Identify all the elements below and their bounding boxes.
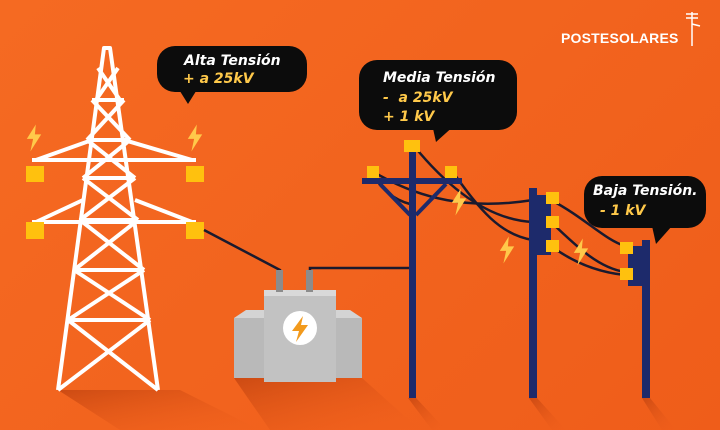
transformer-shadow [234,378,420,430]
pole-distribution [529,188,559,398]
media-title: Media Tensión [383,70,496,86]
pole-shadow-2 [529,398,566,430]
pole-media [362,140,462,398]
lightning-icon [26,124,42,152]
label-alta-tension: Alta Tensión + a 25kV [157,46,307,92]
alta-value: + a 25kV [183,71,254,87]
tower-insulators [26,166,204,239]
baja-value: - 1 kV [600,203,646,219]
label-media-tension: Media Tensión - a 25kV + 1 kV [359,60,517,130]
media-value-2: + 1 kV [383,109,435,125]
lightning-icon [187,124,203,152]
label-baja-tension: Baja Tensión. - 1 kV [584,176,706,228]
tower-shadow [58,390,260,430]
bubble-tail-alta [178,88,198,104]
pole-shadow-3 [642,398,676,430]
baja-title: Baja Tensión. [593,183,698,199]
brand-logo: POSTESOLARES [561,30,679,46]
pole-baja [620,240,650,398]
media-value-1: - a 25kV [383,90,453,106]
solar-pole-icon [686,12,701,46]
lightning-icon [499,236,515,264]
transmission-tower [32,46,196,392]
alta-title: Alta Tensión [184,53,281,69]
bubble-tail-baja [652,226,672,244]
pole-shadow-1 [408,398,446,430]
transformer [234,270,362,382]
